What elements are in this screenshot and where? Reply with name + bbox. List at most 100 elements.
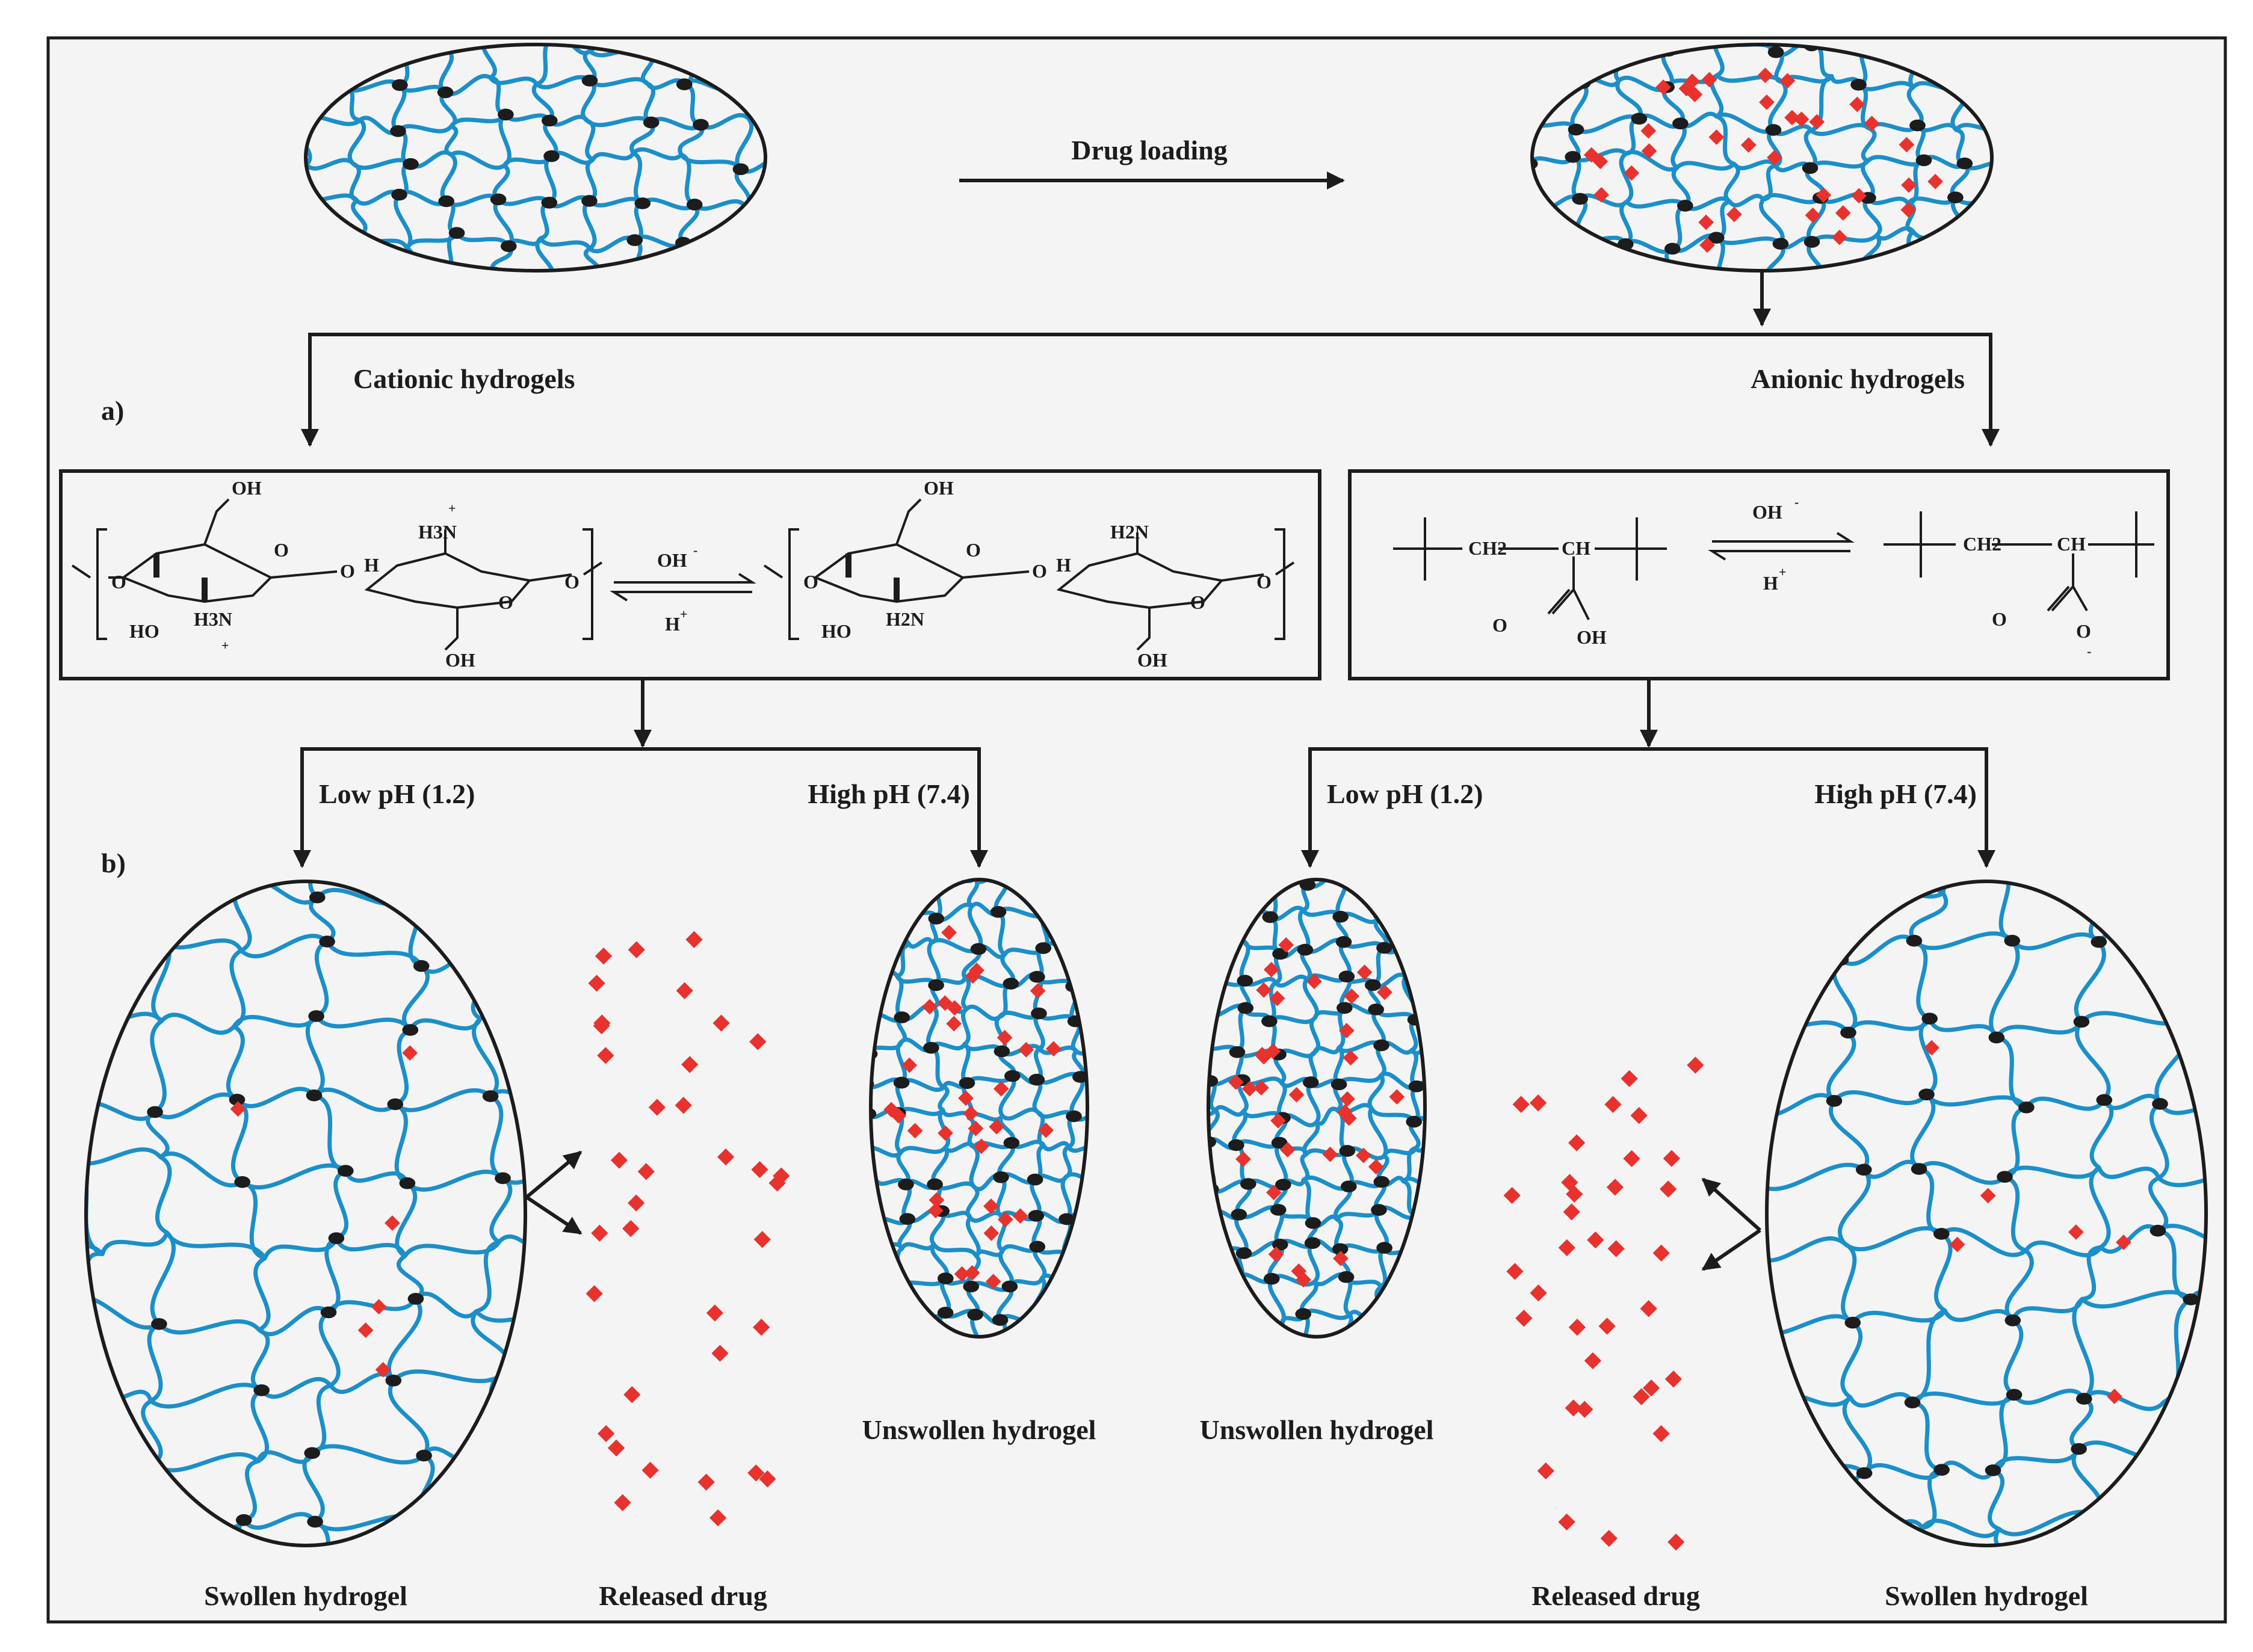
crosslink-node [635, 197, 651, 209]
crosslink-node [1947, 191, 1964, 203]
paa-oh: OH [1577, 626, 1607, 648]
crosslink-node [1340, 1145, 1356, 1157]
crosslink-node [894, 1077, 910, 1089]
unswollen-caption-right: Unswollen hydrogel [1200, 1414, 1434, 1445]
crosslink-node [2091, 936, 2107, 948]
crosslink-node [1916, 155, 1932, 167]
crosslink-node [967, 1308, 983, 1321]
crosslink-node [1766, 124, 1782, 136]
crosslink-node [991, 906, 1007, 918]
crosslink-node [306, 1090, 323, 1102]
crosslink-node [1773, 238, 1789, 250]
cationic-eq-h-plus: + [680, 606, 688, 621]
neutral-oh-bottom: OH [1137, 649, 1167, 671]
crosslink-node [927, 1179, 943, 1191]
neutral-h2n-bottom: H2N [886, 608, 924, 630]
crosslink-node [928, 979, 944, 991]
crosslink-node [582, 75, 598, 87]
crosslink-node [542, 115, 558, 127]
crosslink-node [1565, 151, 1581, 163]
crosslink-node [1236, 1247, 1252, 1259]
paa-ch: CH [1562, 537, 1590, 559]
neutral-left-o: O [803, 571, 818, 593]
crosslink-node [1368, 1003, 1384, 1016]
crosslink-node [392, 79, 408, 91]
crosslink-node [147, 1106, 163, 1118]
crosslink-node [2097, 1094, 2113, 1106]
crosslink-node [2006, 1389, 2023, 1401]
crosslink-node [1365, 979, 1381, 991]
paa-ion-o: O [1992, 608, 2007, 630]
released-caption-left: Released drug [599, 1580, 767, 1611]
crosslink-node [1826, 1095, 1843, 1107]
crosslink-node [963, 1281, 979, 1293]
crosslink-node [1911, 1163, 1927, 1175]
crosslink-node [900, 1213, 916, 1225]
crosslink-node [1305, 1217, 1321, 1229]
crosslink-node [253, 1384, 270, 1396]
crosslink-node [1004, 1137, 1020, 1149]
crosslink-node [390, 125, 406, 137]
crosslink-node [1004, 1070, 1021, 1082]
cationic-h3n-bottom: H3N [194, 608, 232, 630]
crosslink-node [938, 1272, 954, 1284]
cationic-oh-bottom-1: OH [445, 649, 475, 671]
crosslink-node [1918, 1089, 1935, 1101]
crosslink-node [1003, 978, 1019, 990]
crosslink-node [1406, 1116, 1422, 1128]
crosslink-node [338, 1165, 354, 1177]
crosslink-node [1568, 124, 1584, 136]
crosslink-node [483, 1090, 499, 1102]
crosslink-node [1664, 243, 1681, 255]
crosslink-node [490, 194, 507, 206]
crosslink-node [1631, 113, 1648, 125]
neutral-ho: HO [821, 620, 851, 642]
crosslink-node [403, 158, 419, 170]
crosslink-node [329, 1232, 345, 1244]
crosslink-node [1909, 120, 1926, 132]
crosslink-node [542, 197, 558, 209]
paa-ion-ch: CH [2057, 533, 2086, 555]
crosslink-node [388, 1099, 404, 1111]
crosslink-node [1264, 1273, 1280, 1285]
anionic-eq-h: H [1763, 572, 1778, 594]
crosslink-node [236, 1514, 252, 1526]
crosslink-node [733, 164, 749, 176]
crosslink-node [687, 199, 703, 211]
neutral-h2n-top: H2N [1110, 521, 1149, 543]
crosslink-node [1373, 1040, 1389, 1052]
crosslink-node [1035, 942, 1051, 954]
crosslink-node [1027, 1174, 1043, 1186]
crosslink-node [413, 960, 430, 972]
anionic-eq-h-plus: + [1779, 564, 1787, 579]
neutral-oh-top: OH [924, 477, 954, 499]
crosslink-node [2071, 1443, 2087, 1455]
paa-ion-o-minus: O [2076, 620, 2091, 642]
crosslink-node [400, 1177, 416, 1189]
paa-o: O [1492, 614, 1507, 636]
crosslink-node [1030, 1241, 1046, 1253]
cationic-left-o: O [111, 571, 126, 593]
crosslink-node [1297, 944, 1314, 956]
crosslink-node [307, 1516, 323, 1528]
crosslink-node [1409, 1080, 1425, 1093]
crosslink-node [1804, 236, 1820, 248]
crosslink-node [1331, 1079, 1347, 1091]
crosslink-node [308, 1010, 324, 1022]
crosslink-node [386, 1375, 402, 1387]
crosslink-node [898, 1179, 914, 1191]
crosslink-node [1228, 1139, 1244, 1151]
crosslink-node [1066, 1111, 1082, 1123]
crosslink-node [581, 195, 598, 207]
anionic-eq-oh: OH [1752, 501, 1782, 523]
crosslink-node [416, 1450, 432, 1462]
crosslink-node [1933, 1464, 1950, 1476]
crosslink-node [2076, 1393, 2092, 1405]
crosslink-node [319, 935, 335, 948]
crosslink-node [1985, 1464, 2001, 1476]
cationic-hydrogels-label: Cationic hydrogels [353, 363, 575, 394]
crosslink-node [391, 189, 407, 201]
anionic-low-ph-label: Low pH (1.2) [1327, 778, 1483, 809]
